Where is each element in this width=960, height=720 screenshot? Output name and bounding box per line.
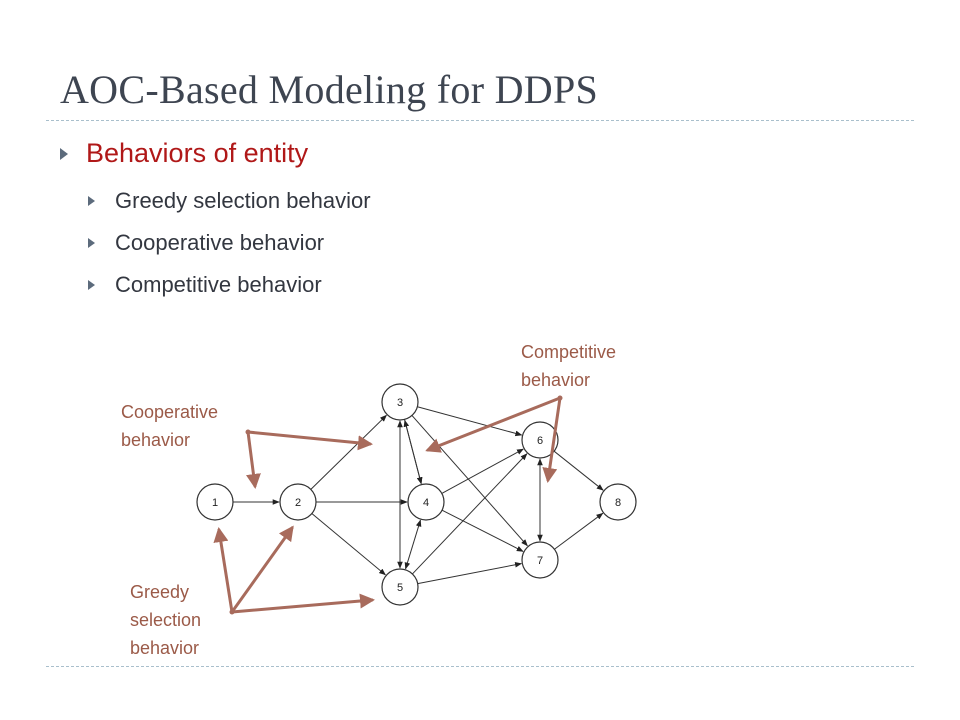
callout-line: Competitive — [521, 342, 617, 362]
bidirectional-edge-3-4 — [403, 419, 423, 485]
callout-line: behavior — [121, 430, 191, 450]
bullet-arrow-icon — [60, 147, 68, 160]
node-2-label: 2 — [295, 497, 301, 509]
callout-line: behavior — [521, 370, 591, 390]
node-8 — [599, 483, 637, 521]
node-5-label: 5 — [397, 582, 403, 594]
sub-bullet-text: Cooperative behavior — [115, 230, 325, 255]
main-bullet: Behaviors of entity — [60, 138, 308, 169]
callout-line: behavior — [130, 638, 200, 658]
sub-bullet-cooperative: Cooperative behavior — [88, 230, 324, 256]
sub-bullet-greedy: Greedy selection behavior — [88, 188, 371, 214]
node-3-label: 3 — [397, 397, 403, 409]
sub-bullet-text: Competitive behavior — [115, 272, 322, 297]
bottom-divider — [46, 666, 914, 667]
sub-bullet-text: Greedy selection behavior — [115, 188, 371, 213]
edge-2-5 — [311, 513, 386, 576]
edge-7-8 — [554, 512, 604, 550]
slide-title: AOC-Based Modeling for DDPS — [60, 67, 599, 112]
node-8-label: 8 — [615, 497, 621, 509]
edge-4-7 — [441, 509, 524, 552]
greedy-arrow-to-node-1 — [213, 527, 234, 614]
node-7 — [521, 541, 559, 579]
node-2 — [279, 483, 317, 521]
callout-line: Cooperative — [121, 402, 219, 422]
cooperative-arrow-to-node-3 — [246, 430, 373, 451]
callout-cooperative: Cooperative behavior — [121, 398, 218, 454]
edge-4-6 — [441, 448, 524, 494]
callout-line: Greedy — [130, 582, 190, 602]
edge-3-6 — [417, 406, 523, 437]
node-6-label: 6 — [537, 435, 543, 447]
node-4 — [407, 483, 445, 521]
edge-6-8 — [553, 450, 604, 491]
main-bullet-text: Behaviors of entity — [86, 138, 309, 168]
bullet-arrow-icon — [88, 196, 95, 206]
competitive-arrow-to-node-6-7 — [542, 396, 562, 483]
bullet-arrow-icon — [88, 238, 95, 248]
node-4-label: 4 — [423, 497, 429, 509]
node-1 — [196, 483, 234, 521]
greedy-arrow-to-node-5 — [230, 593, 375, 614]
node-3 — [381, 383, 419, 421]
bullet-arrow-icon — [88, 280, 95, 290]
node-1-label: 1 — [212, 497, 218, 509]
sub-bullet-competitive: Competitive behavior — [88, 272, 322, 298]
bidirectional-edge-4-5 — [404, 519, 422, 570]
edge-5-6 — [412, 453, 528, 575]
edge-2-3 — [310, 414, 387, 490]
edge-5-7 — [417, 562, 523, 585]
node-6 — [521, 421, 559, 459]
node-5 — [381, 568, 419, 606]
callout-greedy: Greedy selection behavior — [130, 578, 201, 662]
edge-3-7 — [411, 415, 528, 547]
top-divider — [46, 120, 914, 121]
node-7-label: 7 — [537, 555, 543, 567]
cooperative-arrow-to-node-1-2 — [246, 430, 261, 489]
callout-line: selection — [130, 610, 202, 630]
competitive-arrow-to-node-3-4 — [425, 396, 562, 453]
callout-competitive: Competitive behavior — [521, 338, 616, 394]
greedy-arrow-to-node-2 — [230, 525, 294, 614]
